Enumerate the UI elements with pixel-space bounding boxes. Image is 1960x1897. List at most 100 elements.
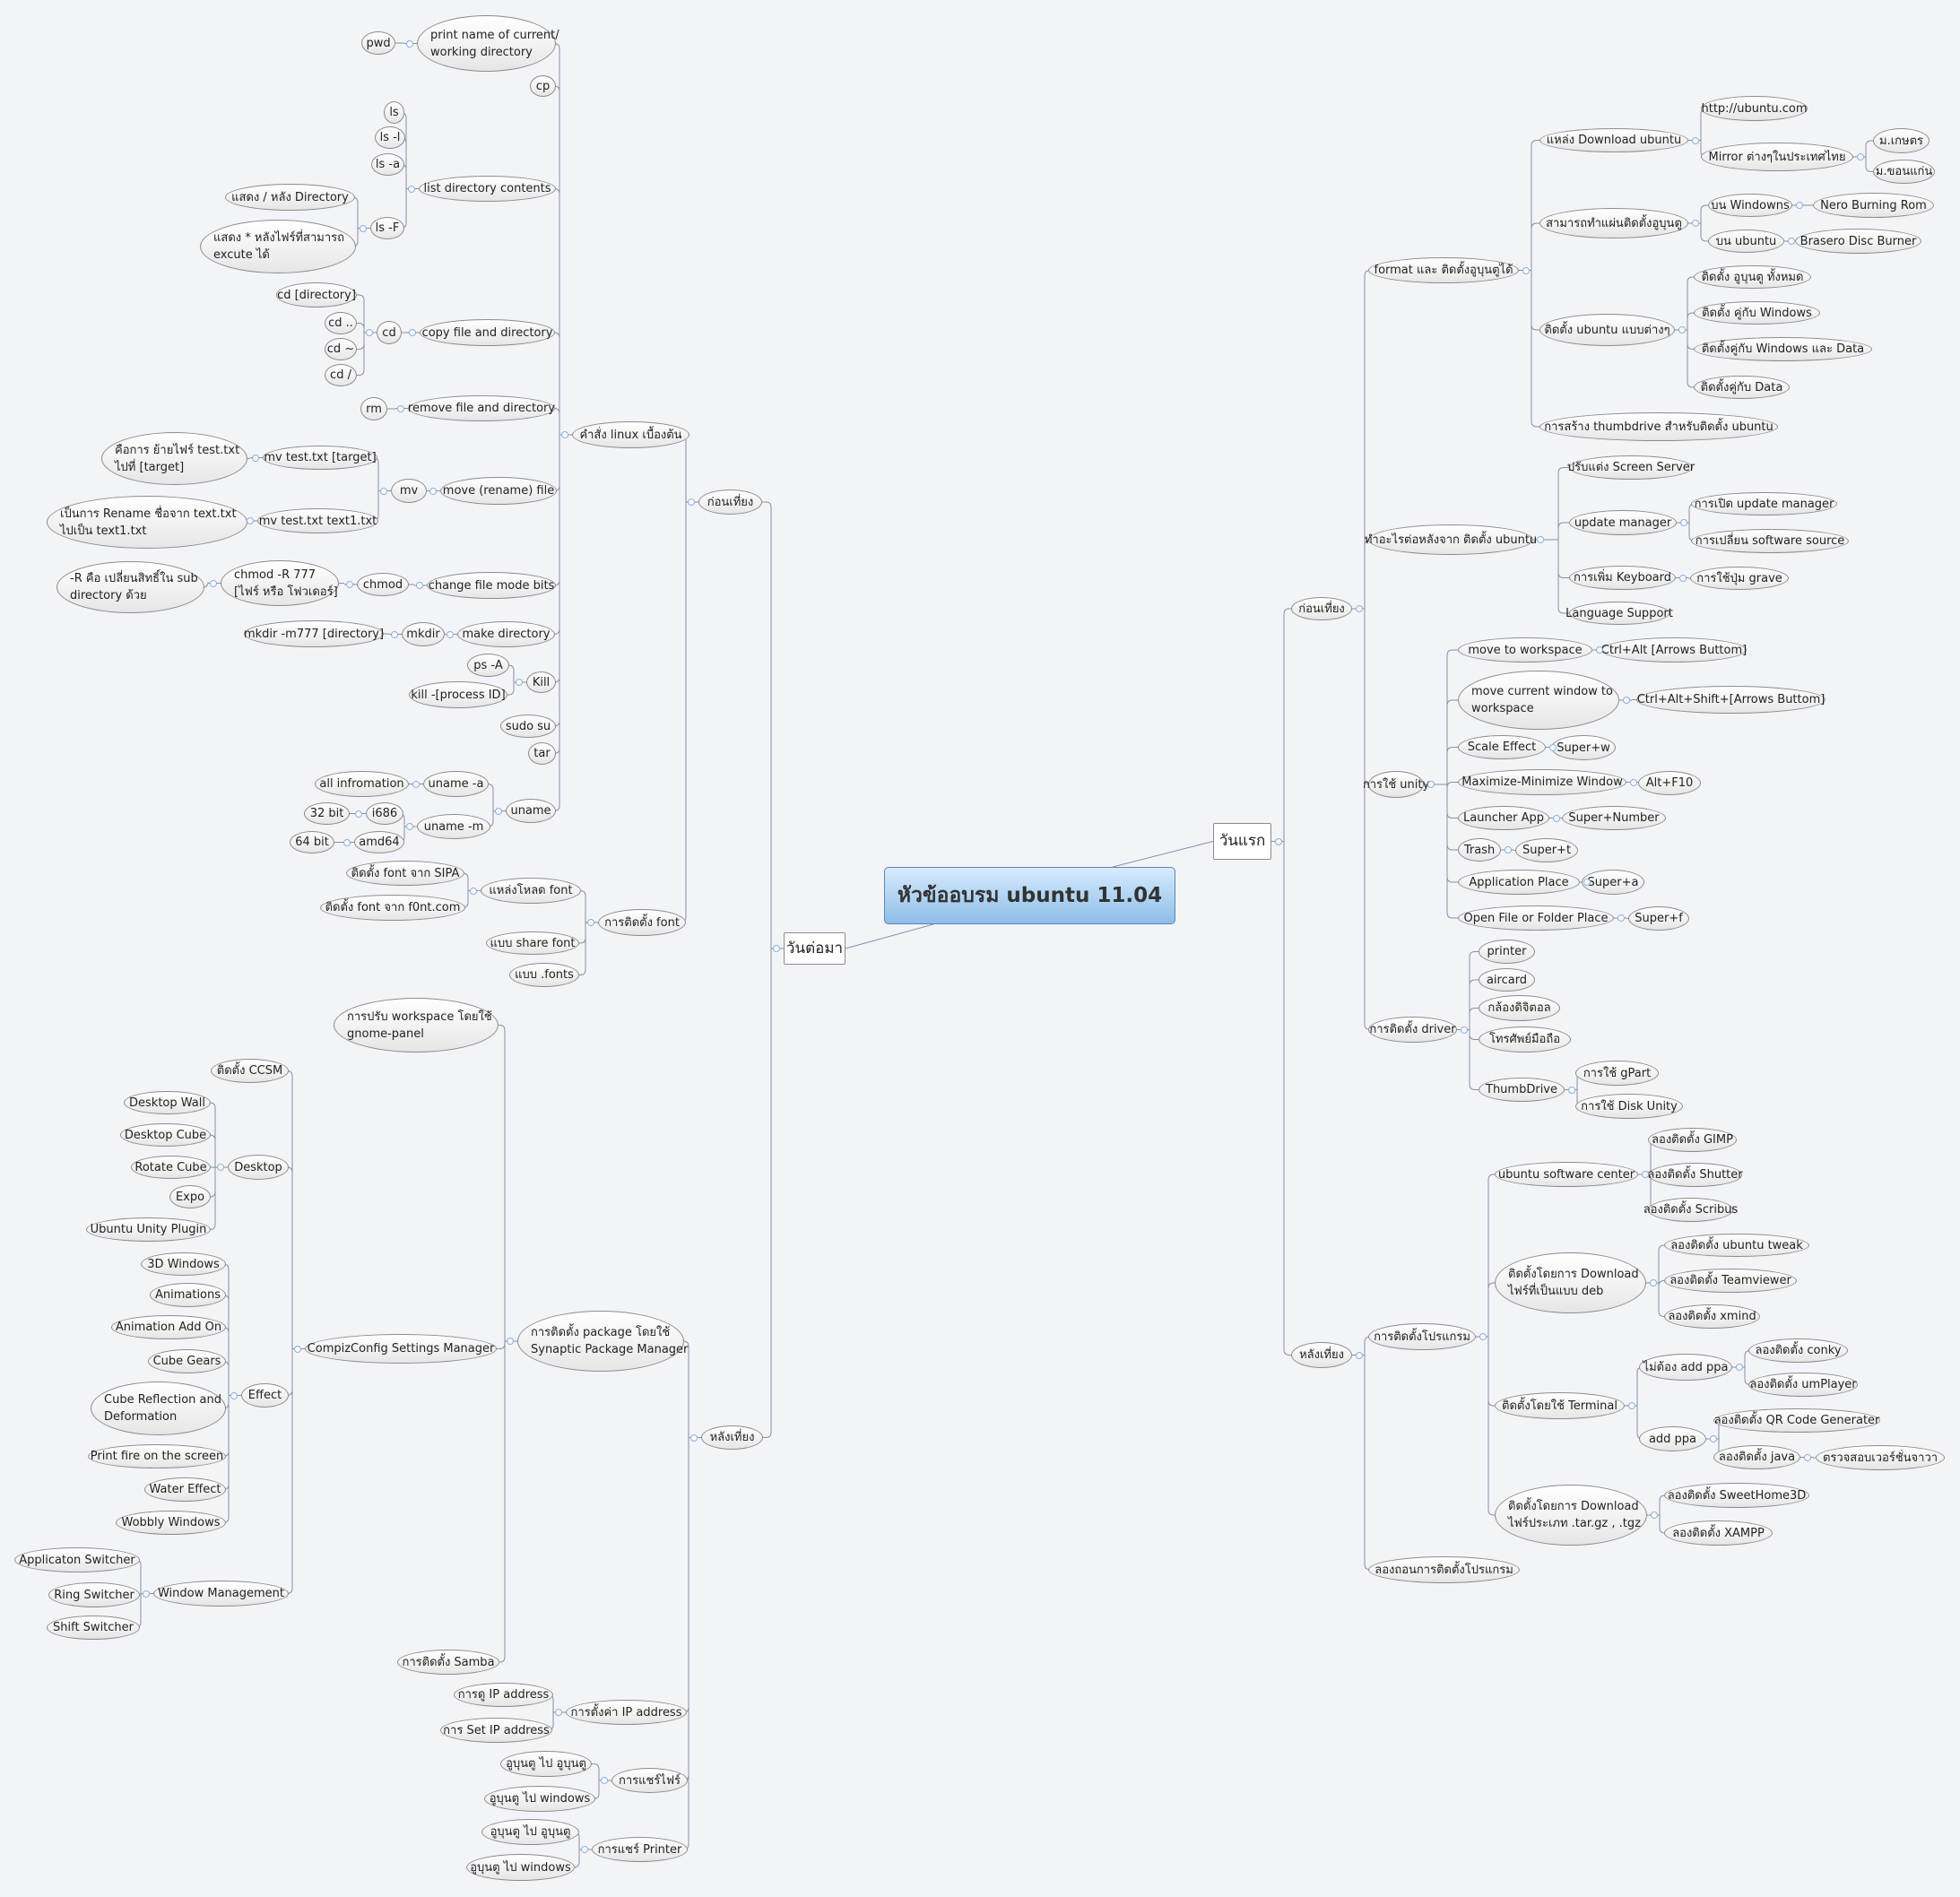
collapse-toggle[interactable] bbox=[1623, 697, 1630, 704]
collapse-toggle[interactable] bbox=[217, 1164, 224, 1171]
collapse-toggle[interactable] bbox=[408, 185, 415, 193]
topic-day1-afternoon-install-center-items-2[interactable]: ลองติดตั้ง Scribus bbox=[1643, 1198, 1738, 1222]
topic-day2-afternoon-synaptic-ccsm-desktop-items-2[interactable]: Rotate Cube bbox=[131, 1156, 211, 1179]
topic-day2-morning-linux-move-cmd[interactable]: mv bbox=[391, 479, 427, 503]
topic-day2-morning-linux-label[interactable]: คำสั่ง linux เบื้องต้น bbox=[572, 421, 689, 448]
topic-day1-morning-unity-items-4-key[interactable]: Super+Number bbox=[1562, 806, 1666, 830]
topic-day1-afternoon-install-tar-items-1[interactable]: ลองติดตั้ง XAMPP bbox=[1664, 1520, 1773, 1546]
topic-day2-morning-linux-kill-label[interactable]: Kill bbox=[526, 671, 556, 693]
collapse-toggle[interactable] bbox=[416, 582, 423, 589]
topic-day2-morning-linux-move-label[interactable]: move (rename) file bbox=[440, 477, 557, 505]
topic-day2-morning-font-source-label[interactable]: แหล่งโหลด font bbox=[481, 878, 581, 904]
collapse-toggle[interactable] bbox=[252, 454, 259, 462]
collapse-toggle[interactable] bbox=[409, 329, 416, 336]
topic-day1-morning-format-download-url[interactable]: http://ubuntu.com bbox=[1701, 96, 1808, 121]
topic-day2-morning-linux-sudo[interactable]: sudo su bbox=[500, 715, 556, 738]
topic-day2-morning-linux-copy-items-3[interactable]: cd / bbox=[325, 364, 357, 386]
topic-day1-morning-format-disc-windows[interactable]: บน Windowns bbox=[1708, 194, 1792, 217]
collapse-toggle[interactable] bbox=[230, 1391, 238, 1399]
topic-day2-morning-linux-uname-m-label[interactable]: uname -m bbox=[417, 814, 490, 839]
collapse-toggle[interactable] bbox=[601, 1777, 608, 1784]
collapse-toggle[interactable] bbox=[773, 945, 780, 952]
topic-day1-morning-format-disc-label[interactable]: สามารถทำแผ่นติดตั้งอูบุนตู bbox=[1539, 208, 1688, 238]
collapse-toggle[interactable] bbox=[143, 1589, 150, 1598]
topic-day2-morning-linux-pwd-label[interactable]: print name of current/ working directory bbox=[417, 15, 559, 72]
topic-day2-morning-font-fonts[interactable]: แบบ .fonts bbox=[509, 963, 579, 987]
topic-day2-morning-linux-copy-cmd[interactable]: cd bbox=[377, 321, 402, 344]
topic-day2-morning-linux-uname-m-i686_bit[interactable]: 32 bit bbox=[304, 802, 350, 825]
collapse-toggle[interactable] bbox=[1596, 646, 1603, 654]
topic-day1-afternoon-install-terminal-ppa-java[interactable]: ลองติดตั้ง java bbox=[1713, 1445, 1800, 1469]
topic-day2-afternoon-synaptic-ccsm-effect-items-6[interactable]: Water Effect bbox=[144, 1477, 226, 1502]
topic-day1-morning-unity-items-3-key[interactable]: Alt+F10 bbox=[1638, 771, 1701, 795]
topic-day2-afternoon-synaptic-ccsm-effect-items-5[interactable]: Print fire on the screen bbox=[88, 1444, 226, 1468]
topic-day2-morning-linux-remove-cmd[interactable]: rm bbox=[360, 397, 387, 420]
topic-day1-afternoon-install-terminal-ppa-qr[interactable]: ลองติดตั้ง QR Code Generater bbox=[1713, 1408, 1880, 1433]
topic-day2-morning-linux-copy-items-0[interactable]: cd [directory] bbox=[276, 282, 357, 308]
topic-day1-afternoon-install-deb-items-2[interactable]: ลองติดตั้ง xmind bbox=[1664, 1304, 1760, 1329]
topic-day2-morning-label[interactable]: ก่อนเที่ยง bbox=[698, 489, 762, 515]
topic-day2-afternoon-synaptic-ccsm-effect-items-0[interactable]: 3D Windows bbox=[141, 1252, 226, 1276]
collapse-toggle[interactable] bbox=[561, 431, 568, 438]
collapse-toggle[interactable] bbox=[210, 579, 217, 587]
collapse-toggle[interactable] bbox=[688, 498, 695, 506]
topic-day2-afternoon-synaptic-ccsm-label[interactable]: CompizConfig Settings Manager bbox=[305, 1334, 497, 1364]
topic-day1-morning-after-update-items-0[interactable]: การเปิด update manager bbox=[1691, 492, 1837, 515]
collapse-toggle[interactable] bbox=[397, 404, 404, 412]
collapse-toggle[interactable] bbox=[555, 1709, 562, 1716]
topic-day1-morning-driver-items-3[interactable]: โทรศัพย์มือถือ bbox=[1479, 1026, 1571, 1052]
topic-day1-morning-unity-items-7-key[interactable]: Super+f bbox=[1628, 906, 1689, 931]
topic-day1-morning-unity-items-0-label[interactable]: move to workspace bbox=[1458, 637, 1592, 663]
topic-day2-afternoon-synaptic-ccsm-effect-items-1[interactable]: Animations bbox=[150, 1283, 226, 1307]
topic-day1-afternoon-install-terminal-label[interactable]: ติดตั้งโดยใช้ Terminal bbox=[1495, 1392, 1625, 1419]
topic-day2-afternoon-synaptic-ccsm-install[interactable]: ติดตั้ง CCSM bbox=[211, 1059, 289, 1083]
topic-day1-morning-after-label[interactable]: ทำอะไรต่อหลังจาก ติดตั้ง ubuntu bbox=[1365, 524, 1537, 555]
topic-day2-morning-linux-move-items-1-desc[interactable]: เป็นการ Rename ชื่อจาก text.txt ไปเป็น t… bbox=[47, 496, 247, 549]
collapse-toggle[interactable] bbox=[1628, 1402, 1635, 1409]
topic-day1-morning-format-download-mirrors-1[interactable]: ม.ขอนแก่น bbox=[1873, 160, 1935, 184]
collapse-toggle[interactable] bbox=[1736, 1364, 1743, 1371]
topic-day1-morning-unity-items-2-key[interactable]: Super+w bbox=[1551, 735, 1616, 760]
topic-day2-morning-linux-copy-items-1[interactable]: cd .. bbox=[325, 312, 357, 334]
topic-day1-morning-driver-label[interactable]: การติดตั้ง driver bbox=[1368, 1017, 1457, 1043]
topic-day2-morning-linux-list-cmds-1[interactable]: ls -l bbox=[375, 126, 405, 149]
topic-day2-afternoon-synaptic-ccsm-effect-items-7[interactable]: Wobbly Windows bbox=[116, 1511, 226, 1535]
topic-day2-afternoon-synaptic-samba[interactable]: การติดตั้ง Samba bbox=[397, 1650, 499, 1675]
topic-day2-afternoon-synaptic-ccsm-effect-items-2[interactable]: Animation Add On bbox=[111, 1315, 226, 1339]
topic-day1-morning-driver-items-2[interactable]: กล้องดิจิตอล bbox=[1479, 995, 1560, 1021]
topic-day1-morning-format-install-label[interactable]: ติดตั้ง ubuntu แบบต่างๆ bbox=[1539, 314, 1675, 346]
collapse-toggle[interactable] bbox=[581, 1846, 588, 1853]
topic-day2-afternoon-printer-items-1[interactable]: อูบุนตู ไป windows bbox=[466, 1854, 575, 1881]
topic-day1-morning-after-lang[interactable]: Language Support bbox=[1565, 602, 1673, 625]
collapse-toggle[interactable] bbox=[1678, 326, 1686, 333]
topic-day2-afternoon-ip-label[interactable]: การตั้งค่า IP address bbox=[566, 1700, 687, 1725]
topic-day2-afternoon-synaptic-workspace[interactable]: การปรับ workspace โดยใช้ gnome-panel bbox=[334, 998, 499, 1052]
topic-day2-afternoon-synaptic-ccsm-desktop-items-4[interactable]: Ubuntu Unity Plugin bbox=[86, 1217, 211, 1242]
collapse-toggle[interactable] bbox=[1804, 1453, 1811, 1461]
topic-day1-afternoon-install-center-items-1[interactable]: ลองติดตั้ง Shutter bbox=[1647, 1163, 1743, 1187]
topic-day2-afternoon-synaptic-ccsm-desktop-items-0[interactable]: Desktop Wall bbox=[124, 1091, 211, 1114]
collapse-toggle[interactable] bbox=[294, 1345, 301, 1353]
topic-day2-morning-font-label[interactable]: การติดตั้ง font bbox=[598, 909, 686, 936]
topic-day1-afternoon-install-center-label[interactable]: ubuntu software center bbox=[1495, 1162, 1638, 1187]
topic-day1-morning-unity-items-5-label[interactable]: Trash bbox=[1458, 838, 1501, 862]
topic-day1-afternoon-label[interactable]: หลังเที่ยง bbox=[1291, 1342, 1352, 1368]
topic-day2-morning-linux-copy-label[interactable]: copy file and directory bbox=[420, 319, 555, 346]
topic-day2-afternoon-synaptic-ccsm-window-label[interactable]: Window Management bbox=[153, 1581, 289, 1607]
topic-day1-morning-format-install-items-1[interactable]: ติดตั้ง คู่กับ Windows bbox=[1694, 301, 1820, 325]
topic-day1-afternoon-install-tar-items-0[interactable]: ลองติดตั้ง SweetHome3D bbox=[1664, 1483, 1809, 1508]
topic-day2-morning-linux-mkdir-cmd[interactable]: mkdir bbox=[402, 622, 445, 646]
collapse-toggle[interactable] bbox=[1568, 1086, 1575, 1094]
topic-day2-morning-linux-uname-a-desc[interactable]: all infromation bbox=[315, 771, 409, 797]
topic-day2-morning-font-source-items-0[interactable]: ติดตั้ง font จาก SIPA bbox=[346, 861, 464, 886]
topic-day2-afternoon-synaptic-ccsm-desktop-items-1[interactable]: Desktop Cube bbox=[120, 1123, 211, 1147]
collapse-toggle[interactable] bbox=[343, 838, 351, 846]
topic-day1-morning-unity-items-5-key[interactable]: Super+t bbox=[1515, 838, 1578, 862]
topic-day1-afternoon-install-deb-items-0[interactable]: ลองติดตั้ง ubuntu tweak bbox=[1664, 1234, 1809, 1257]
topic-day2-afternoon-share-items-0[interactable]: อูบุนตู ไป อูบุนตู bbox=[500, 1751, 592, 1777]
topic-day2-morning-linux-list-label[interactable]: list directory contents bbox=[419, 176, 556, 202]
topic-day2-morning-linux-tar[interactable]: tar bbox=[528, 742, 556, 765]
topic-day1-morning-unity-items-3-label[interactable]: Maximize-Minimize Window bbox=[1458, 769, 1626, 795]
topic-day2-morning-linux-move-items-1-label[interactable]: mv test.txt text1.txt bbox=[257, 508, 378, 533]
topic-day2-morning-linux-list-lsF_items-1[interactable]: แสดง * หลังไฟร์ที่สามารถ excute ได้ bbox=[200, 220, 356, 273]
